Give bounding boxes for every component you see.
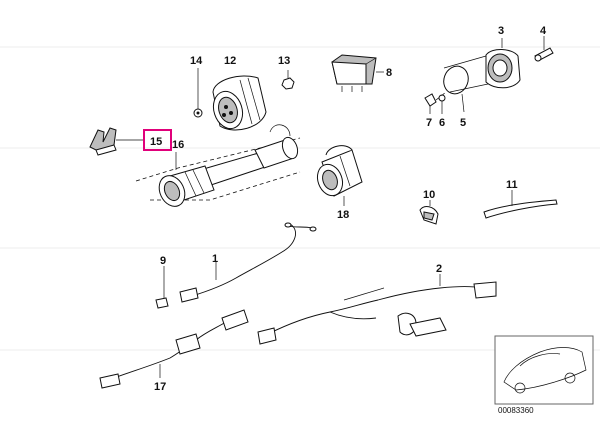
part-15-clip — [89, 127, 143, 156]
svg-text:3: 3 — [498, 25, 504, 37]
callout-11[interactable]: 11 — [506, 179, 518, 191]
callout-8[interactable]: 8 — [386, 67, 392, 79]
svg-text:10: 10 — [423, 189, 435, 201]
part-3-socket-housing — [485, 38, 521, 89]
part-7-bulb — [424, 91, 447, 114]
svg-text:16: 16 — [172, 139, 184, 151]
svg-text:1: 1 — [212, 253, 218, 265]
background-scan-lines — [0, 46, 600, 351]
callout-9[interactable]: 9 — [160, 255, 166, 267]
callout-16[interactable]: 16 — [172, 139, 184, 151]
part-17-wiring-harness — [99, 309, 249, 389]
svg-text:8: 8 — [386, 67, 392, 79]
part-1-cable — [179, 222, 317, 303]
part-5-cover-plate — [443, 55, 489, 113]
svg-text:11: 11 — [506, 179, 518, 191]
svg-text:12: 12 — [224, 55, 236, 67]
part-16-socket-assembly — [135, 124, 301, 207]
part-2-wiring-harness — [257, 274, 497, 345]
callout-12[interactable]: 12 — [224, 55, 236, 67]
callout-15-highlighted[interactable]: 15 — [143, 129, 172, 151]
part-4-screw — [534, 36, 554, 62]
part-18-connector — [316, 145, 363, 206]
callout-7[interactable]: 7 — [426, 117, 432, 129]
callout-6[interactable]: 6 — [439, 117, 445, 129]
svg-text:5: 5 — [460, 117, 466, 129]
svg-text:13: 13 — [278, 55, 290, 67]
part-11-cable-strap — [483, 190, 558, 219]
part-10-clip — [419, 200, 439, 225]
callout-4[interactable]: 4 — [540, 25, 547, 37]
callout-13[interactable]: 13 — [278, 55, 290, 67]
part-6-washer — [438, 94, 446, 114]
callout-1[interactable]: 1 — [212, 253, 218, 265]
svg-text:18: 18 — [337, 209, 349, 221]
part-12-connector-housing — [212, 75, 267, 131]
callout-18[interactable]: 18 — [337, 209, 349, 221]
svg-text:4: 4 — [540, 25, 547, 37]
part-9-bulb — [155, 266, 169, 309]
svg-text:2: 2 — [436, 263, 442, 275]
callout-14[interactable]: 14 — [190, 55, 203, 67]
drawing-number: 00083360 — [498, 406, 534, 415]
svg-text:14: 14 — [190, 55, 203, 67]
svg-text:9: 9 — [160, 255, 166, 267]
highlight-box — [143, 129, 172, 151]
part-13-nut — [281, 70, 295, 90]
svg-text:7: 7 — [426, 117, 432, 129]
svg-text:15: 15 — [150, 136, 162, 148]
svg-text:17: 17 — [154, 381, 166, 393]
callout-17[interactable]: 17 — [154, 381, 166, 393]
callout-10[interactable]: 10 — [423, 189, 435, 201]
car-thumbnail: 00083360 — [494, 335, 594, 415]
svg-text:6: 6 — [439, 117, 445, 129]
callout-3[interactable]: 3 — [498, 25, 504, 37]
part-8-relay — [331, 54, 384, 92]
callout-5[interactable]: 5 — [460, 117, 466, 129]
callout-2[interactable]: 2 — [436, 263, 442, 275]
part-14-screw — [193, 68, 203, 118]
